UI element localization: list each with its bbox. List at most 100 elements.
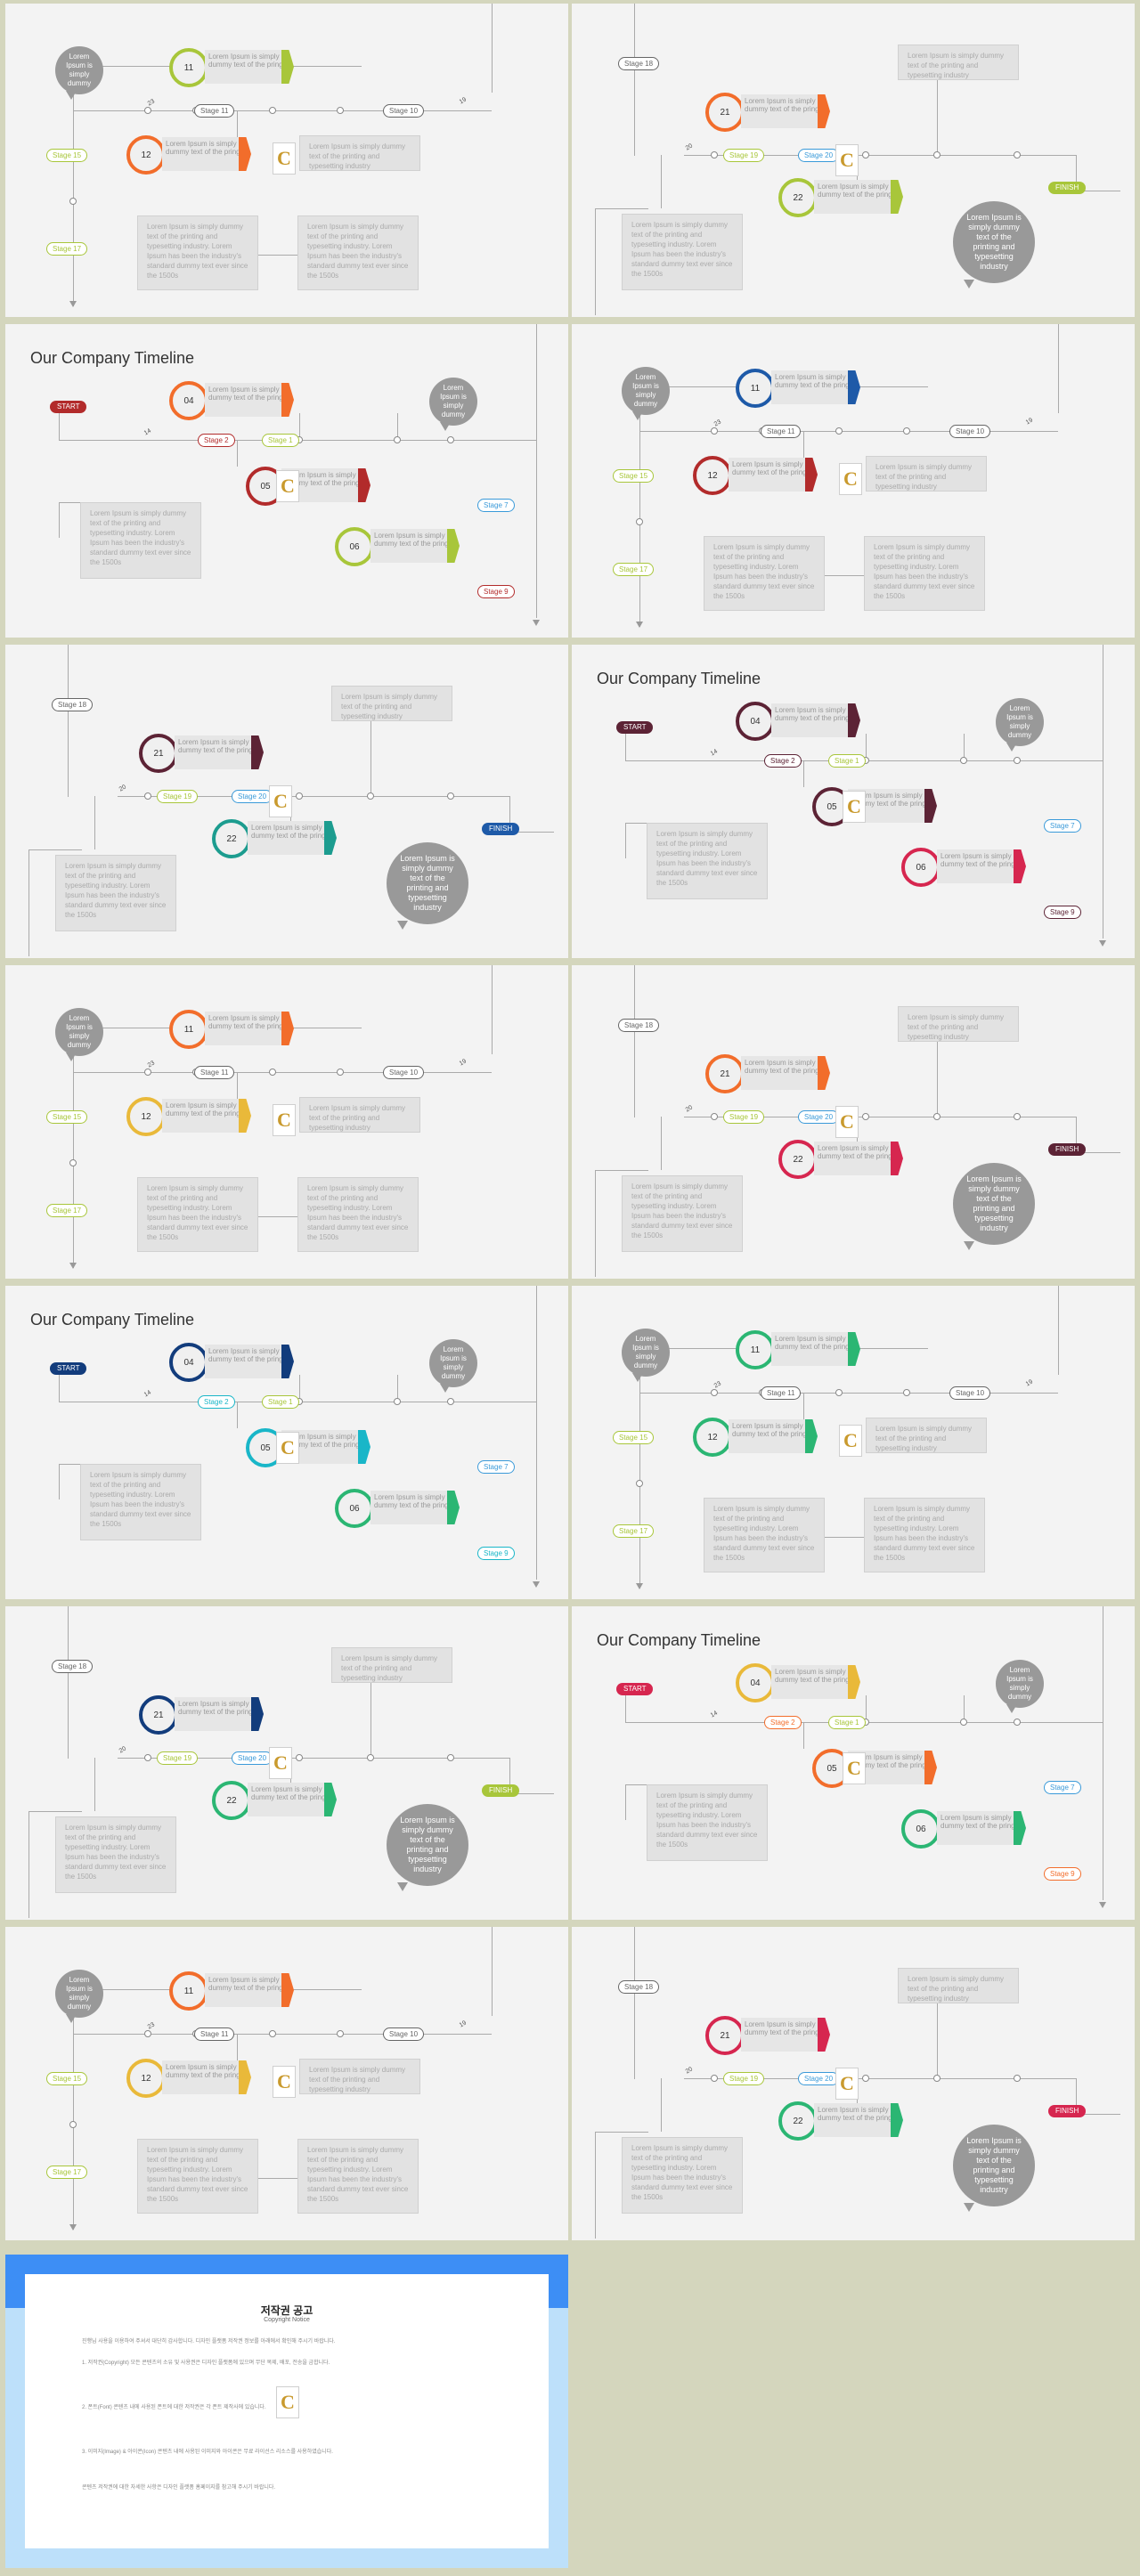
- milestone-flag-icon: [358, 468, 370, 502]
- milestone-text: Lorem Ipsum is simply dummy text of the …: [208, 1976, 283, 1992]
- timeline-line: [634, 39, 635, 155]
- timeline-line: [237, 2034, 238, 2069]
- milestone-number: 22: [778, 178, 818, 217]
- arrow-down-icon: [1099, 1902, 1106, 1908]
- description-box: Lorem Ipsum is simply dummy text of the …: [299, 1097, 420, 1133]
- milestone-flag-icon: [848, 370, 860, 404]
- milestone-text: Lorem Ipsum is simply dummy text of the …: [208, 386, 283, 402]
- stage-label: Stage 2: [764, 754, 802, 768]
- stage-label: Stage 11: [194, 1066, 235, 1079]
- speech-bubble: Lorem Ipsum is simply dummy: [55, 46, 103, 100]
- stage-label: Stage 17: [46, 2166, 88, 2179]
- milestone-text: Lorem Ipsum is simply dummy text of the …: [745, 1059, 819, 1075]
- milestone-number: 06: [901, 848, 940, 887]
- timeline-node: [394, 1398, 401, 1405]
- stage-label: Stage 17: [613, 563, 655, 576]
- description-box: Lorem Ipsum is simply dummy text of the …: [299, 2059, 420, 2094]
- timeline-node: [69, 2121, 77, 2128]
- milestone-text-bar: Lorem Ipsum is simply dummy text of the …: [729, 1419, 810, 1453]
- company-logo-icon: C: [839, 463, 862, 495]
- stage-label: Stage 17: [46, 1204, 88, 1217]
- milestone-text: Lorem Ipsum is simply dummy text of the …: [745, 2020, 819, 2036]
- company-logo-icon: C: [276, 1432, 299, 1464]
- milestone-number: 06: [335, 527, 374, 566]
- description-box: Lorem Ipsum is simply dummy text of the …: [647, 823, 768, 899]
- milestone-text-bar: Lorem Ipsum is simply dummy text of the …: [741, 94, 823, 128]
- milestone-flag-icon: [891, 180, 903, 214]
- milestone-text: Lorem Ipsum is simply dummy text of the …: [251, 1785, 326, 1801]
- timeline-node: [933, 151, 940, 158]
- stage-label: Stage 9: [477, 1547, 515, 1560]
- speech-bubble: Lorem Ipsum is simply dummy: [996, 698, 1044, 752]
- slide-title: Our Company Timeline: [30, 349, 195, 367]
- milestone-text-bar: Lorem Ipsum is simply dummy text of the …: [162, 2060, 244, 2094]
- copyright-subtitle: Copyright Notice: [264, 2317, 310, 2323]
- timeline-line: [258, 255, 297, 256]
- timeline-line: [595, 208, 596, 315]
- timeline-line: [397, 1375, 398, 1402]
- milestone-number: 04: [169, 381, 208, 420]
- timeline-line: [595, 1170, 648, 1171]
- description-box: Lorem Ipsum is simply dummy text of the …: [622, 214, 743, 290]
- timeline-line: [59, 1375, 60, 1402]
- arrow-down-icon: [533, 1581, 540, 1588]
- timeline-line: [625, 1695, 626, 1722]
- timeline-line: [625, 1784, 626, 1820]
- stage-label: Stage 18: [618, 1019, 660, 1032]
- timeline-line: [937, 1028, 938, 1117]
- timeline-line: [73, 110, 492, 111]
- milestone-flag-icon: [239, 1099, 251, 1133]
- milestone-text: Lorem Ipsum is simply dummy text of the …: [851, 1753, 926, 1769]
- timeline-node: [367, 1754, 374, 1761]
- milestone-text: Lorem Ipsum is simply dummy text of the …: [940, 1814, 1015, 1830]
- year-label: 20: [684, 1104, 695, 1114]
- timeline-node: [144, 2030, 151, 2037]
- milestone-flag-icon: [324, 821, 337, 855]
- milestone-text-bar: Lorem Ipsum is simply dummy text of the …: [771, 370, 853, 404]
- stage-label: Stage 2: [198, 1395, 235, 1409]
- milestone-text-bar: Lorem Ipsum is simply dummy text of the …: [175, 1697, 256, 1731]
- milestone-text: Lorem Ipsum is simply dummy text of the …: [775, 1335, 850, 1351]
- milestone-number: 21: [705, 1054, 745, 1093]
- year-label: 19: [458, 1058, 468, 1068]
- year-label: 14: [709, 748, 720, 758]
- company-logo-icon: C: [835, 1106, 859, 1138]
- year-label: 23: [146, 2021, 157, 2031]
- timeline-line: [59, 413, 60, 440]
- timeline-line: [595, 2132, 648, 2133]
- timeline-line: [68, 1642, 69, 1758]
- description-box: Lorem Ipsum is simply dummy text of the …: [647, 1784, 768, 1861]
- milestone-flag-icon: [281, 1012, 294, 1045]
- timeline-node: [269, 107, 276, 114]
- timeline-line: [492, 4, 493, 93]
- speech-bubble: Lorem Ipsum is simply dummy: [429, 1339, 477, 1393]
- timeline-line: [1058, 1286, 1059, 1375]
- timeline-line: [1076, 155, 1077, 191]
- timeline-line: [94, 1758, 95, 1811]
- milestone-flag-icon: [1014, 849, 1026, 883]
- arrow-down-icon: [69, 301, 77, 307]
- milestone-text: Lorem Ipsum is simply dummy text of the …: [166, 2063, 240, 2079]
- milestone-flag-icon: [251, 1697, 264, 1731]
- milestone-text-bar: Lorem Ipsum is simply dummy text of the …: [205, 1973, 287, 2007]
- speech-bubble: Lorem Ipsum is simply dummy: [55, 1970, 103, 2023]
- timeline-node: [960, 757, 967, 764]
- timeline-line: [625, 823, 652, 824]
- description-box: Lorem Ipsum is simply dummy text of the …: [137, 1177, 258, 1252]
- milestone-text: Lorem Ipsum is simply dummy text of the …: [818, 183, 892, 199]
- milestone-flag-icon: [447, 529, 460, 563]
- milestone-number: 21: [139, 734, 178, 773]
- timeline-node: [835, 1389, 843, 1396]
- milestone-text-bar: Lorem Ipsum is simply dummy text of the …: [741, 1056, 823, 1090]
- year-label: 23: [712, 1380, 723, 1390]
- company-logo-icon: C: [273, 142, 296, 175]
- company-logo-icon: C: [276, 2386, 299, 2418]
